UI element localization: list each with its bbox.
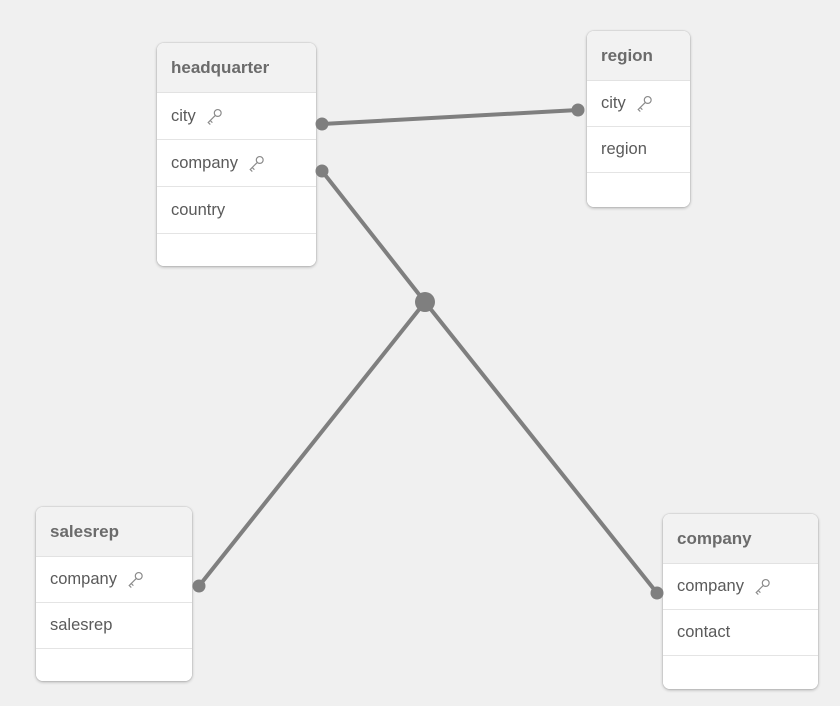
headquarter-company-connector[interactable] [315, 164, 329, 178]
table-node-headquarter[interactable]: headquarter city company country [157, 43, 316, 266]
region-city-connector[interactable] [571, 103, 585, 117]
table-node-salesrep[interactable]: salesrep company salesrep [36, 507, 192, 681]
table-row-empty[interactable] [36, 649, 192, 681]
salesrep-company-connector[interactable] [192, 579, 206, 593]
key-icon [205, 107, 224, 126]
field-label: country [171, 200, 226, 219]
field-label: city [601, 94, 626, 112]
table-title-headquarter[interactable]: headquarter [157, 43, 316, 93]
table-row-empty[interactable] [157, 234, 316, 266]
table-row-empty[interactable] [587, 173, 690, 207]
key-icon [635, 94, 654, 113]
table-row-field-company[interactable]: company [157, 140, 316, 187]
table-title-region[interactable]: region [587, 31, 690, 81]
company-company-connector[interactable] [650, 586, 664, 600]
table-row-field-salesrep[interactable]: salesrep [36, 603, 192, 649]
link-headquarter-company-to-junction[interactable] [320, 169, 427, 304]
field-label: contact [677, 623, 731, 641]
key-icon [753, 577, 772, 596]
field-label: company [677, 577, 744, 595]
table-row-field-region[interactable]: region [587, 127, 690, 173]
table-row-field-city[interactable]: city [587, 81, 690, 127]
table-row-field-city[interactable]: city [157, 93, 316, 140]
table-row-field-company[interactable]: company [663, 564, 818, 610]
table-row-empty[interactable] [663, 656, 818, 689]
table-title-company[interactable]: company [663, 514, 818, 564]
table-node-company[interactable]: company company contact [663, 514, 818, 689]
link-headquarter-city-to-region-city[interactable] [320, 108, 580, 126]
table-row-field-contact[interactable]: contact [663, 610, 818, 656]
field-label: company [171, 153, 238, 172]
field-label: company [50, 570, 117, 588]
table-row-field-company[interactable]: company [36, 557, 192, 603]
table-row-field-country[interactable]: country [157, 187, 316, 234]
link-junction-to-salesrep-company[interactable] [197, 300, 427, 588]
table-title-salesrep[interactable]: salesrep [36, 507, 192, 557]
association-junction[interactable] [415, 292, 435, 312]
field-label: city [171, 106, 196, 125]
key-icon [126, 570, 145, 589]
key-icon [247, 154, 266, 173]
headquarter-city-connector[interactable] [315, 117, 329, 131]
link-junction-to-company-company[interactable] [423, 300, 659, 595]
field-label: salesrep [50, 616, 113, 634]
table-node-region[interactable]: region city region [587, 31, 690, 207]
field-label: region [601, 140, 647, 158]
